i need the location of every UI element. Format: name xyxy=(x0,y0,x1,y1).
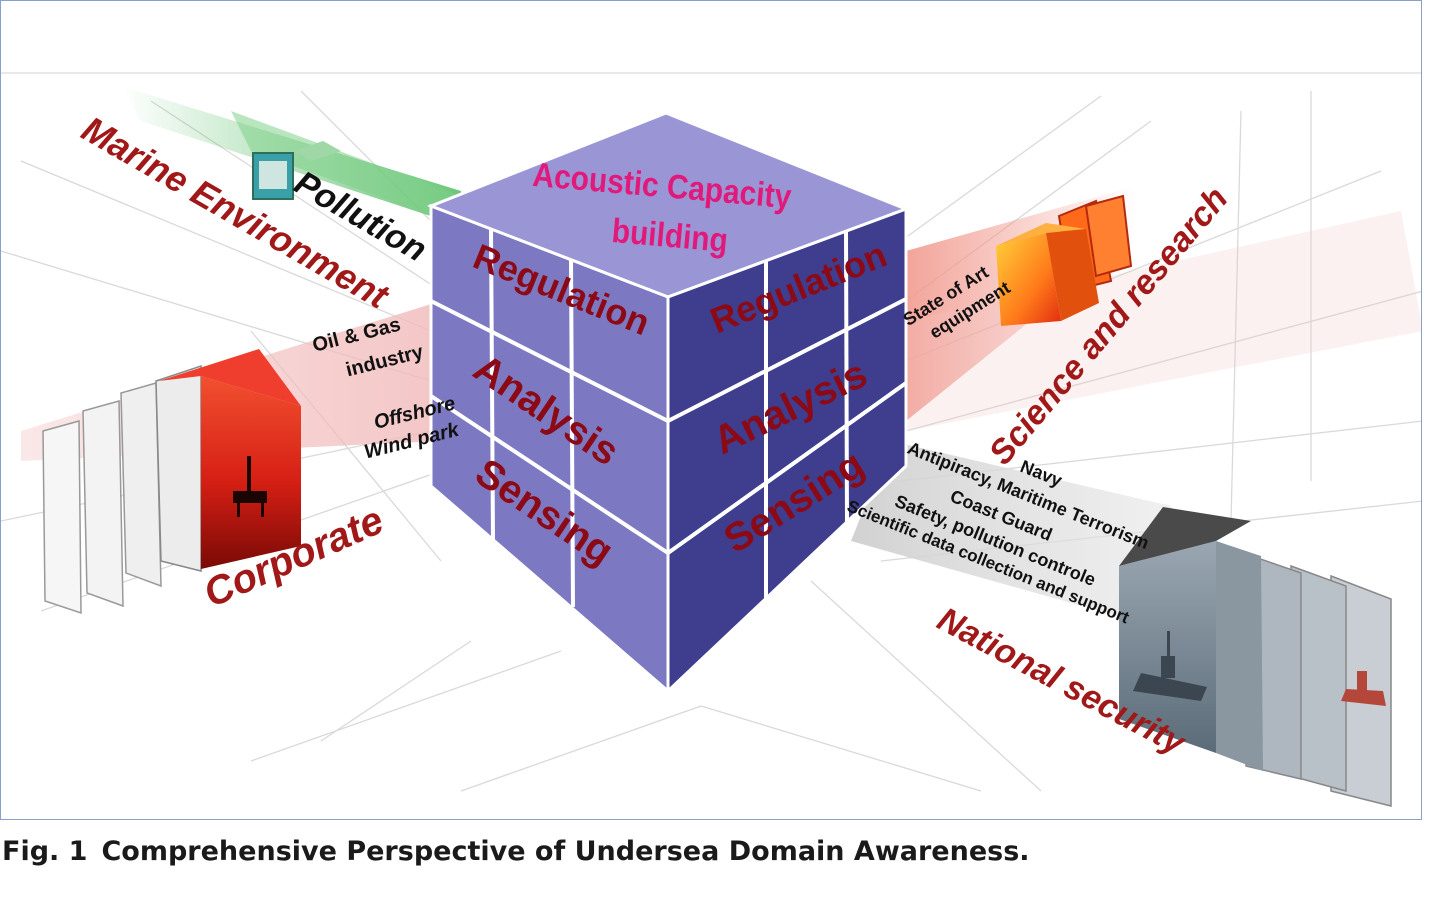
page-2 xyxy=(82,400,124,608)
oil-rig-icon xyxy=(233,456,267,517)
page-3 xyxy=(120,382,162,588)
caption-text: Comprehensive Perspective of Undersea Do… xyxy=(101,836,1030,867)
pollution-cube-top xyxy=(293,141,341,161)
ship-panel-top xyxy=(1119,507,1251,566)
science-cube-top xyxy=(996,223,1086,246)
science-panel-2 xyxy=(1084,194,1133,278)
pollution-photo-inner xyxy=(259,161,287,189)
figure-frame: Acoustic Capacity building Regulation An… xyxy=(0,0,1422,820)
page-4 xyxy=(155,364,202,572)
cube xyxy=(426,111,911,695)
warship-icon xyxy=(1133,631,1207,701)
science-cube-front xyxy=(996,233,1061,326)
udа-diagram: Acoustic Capacity building Regulation An… xyxy=(1,72,1421,807)
corporate-pages xyxy=(42,364,202,615)
green-beam-band xyxy=(231,111,461,226)
caption-number: Fig. 1 xyxy=(2,836,88,867)
cube-grid-lines xyxy=(429,228,908,608)
red-beam-glow xyxy=(906,211,1421,431)
figure-caption: Fig. 1 Comprehensive Perspective of Under… xyxy=(2,836,1030,867)
oil-rig-photo-top xyxy=(159,349,301,406)
page-1 xyxy=(42,420,82,615)
science-cube-side xyxy=(1046,229,1099,321)
beam-corporate xyxy=(21,301,441,615)
gray-beam xyxy=(851,441,1171,631)
ship-panel-front-side xyxy=(1216,541,1263,771)
beam-science xyxy=(906,186,1421,431)
red-ship-icon xyxy=(1341,671,1386,706)
beam-security xyxy=(851,441,1392,807)
beam-marine-environment xyxy=(121,86,461,226)
